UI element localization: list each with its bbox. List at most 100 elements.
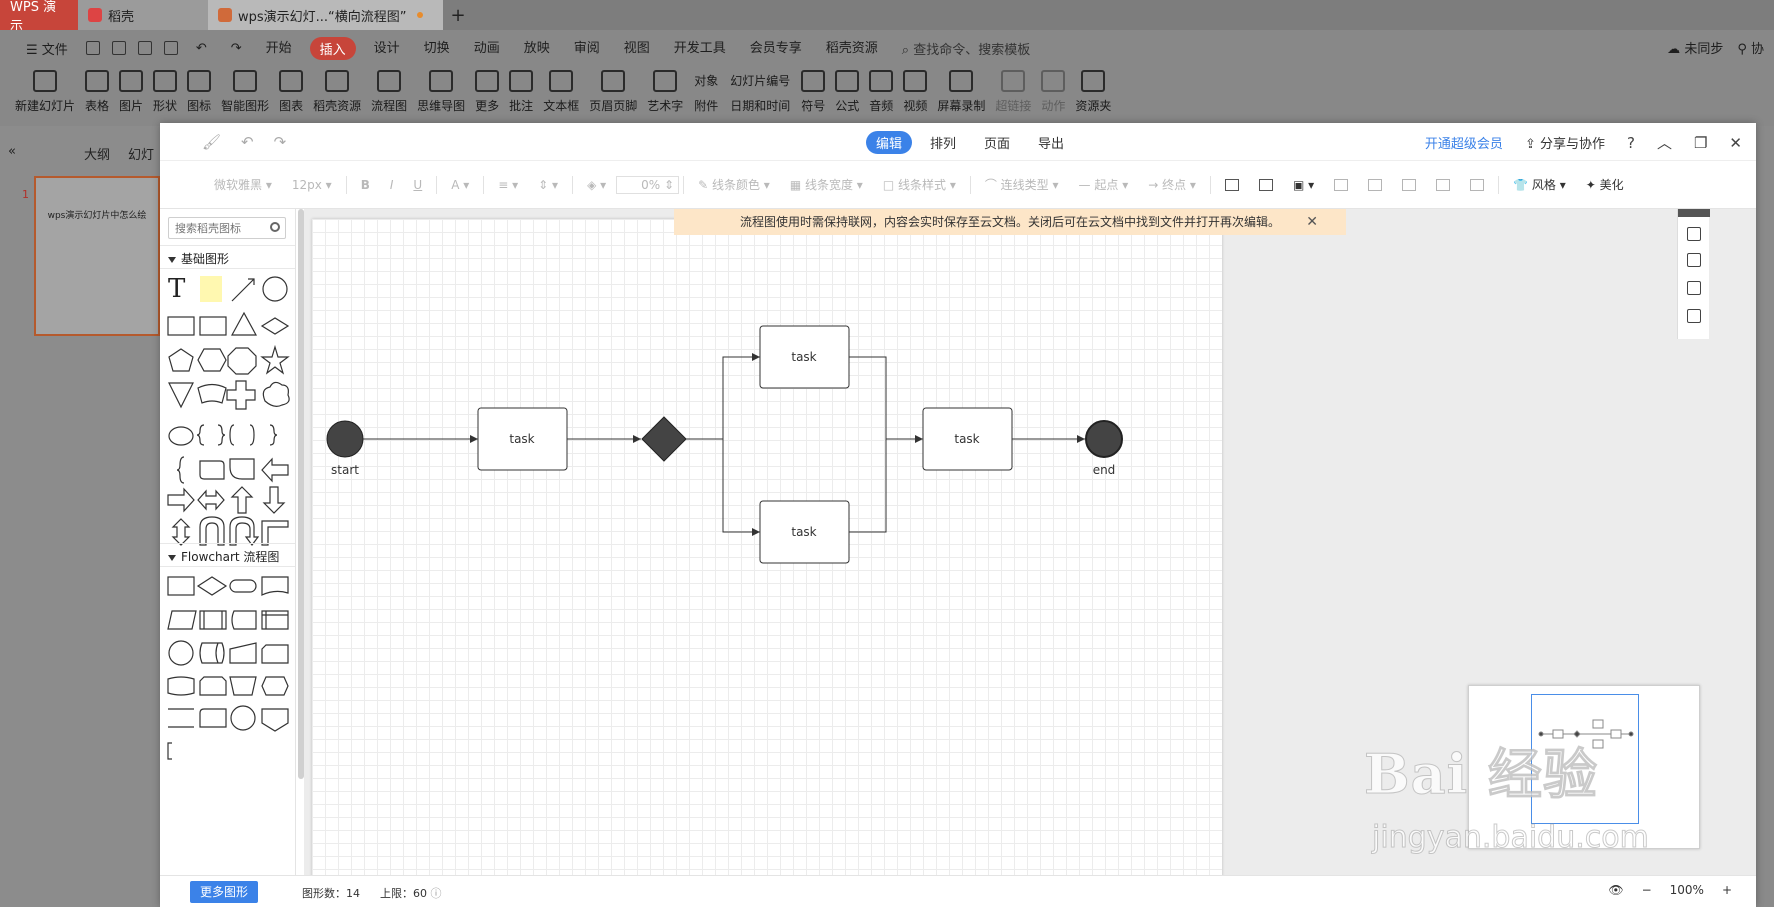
ribbon-button[interactable]: 公式 bbox=[830, 66, 864, 114]
flowchart-shapes-header[interactable]: Flowchart 流程图 bbox=[160, 543, 295, 567]
node-task3[interactable]: task bbox=[759, 500, 850, 564]
shapes-scrollbar[interactable] bbox=[298, 209, 304, 779]
fc-lines-shape[interactable] bbox=[168, 708, 194, 728]
font-select[interactable]: 微软雅黑 ▾ bbox=[214, 178, 272, 192]
right-arrow-shape[interactable] bbox=[167, 487, 195, 513]
basic-shapes-header[interactable]: 基础图形 bbox=[160, 245, 295, 269]
fc-process-shape[interactable] bbox=[167, 576, 195, 596]
font-color-button[interactable]: A ▾ bbox=[451, 177, 470, 192]
tab-daoke[interactable]: 稻壳 bbox=[78, 0, 208, 30]
sync-status[interactable]: ☁ 未同步 bbox=[1667, 42, 1724, 57]
date-time-button[interactable]: 日期和时间 bbox=[730, 99, 791, 113]
fc-offpage-shape[interactable] bbox=[199, 708, 227, 728]
slide-number-button[interactable]: 幻灯片编号 bbox=[730, 74, 791, 88]
image-icon[interactable] bbox=[1258, 178, 1273, 191]
fc-offpage-ref-shape[interactable] bbox=[261, 708, 289, 732]
down-arrow-shape[interactable] bbox=[262, 486, 286, 514]
menu-item[interactable]: 稻壳资源 bbox=[825, 40, 878, 56]
u-turn-arrow-shape[interactable] bbox=[229, 516, 260, 546]
edge-gateway-task2[interactable] bbox=[686, 353, 760, 440]
ribbon-button[interactable]: 视频 bbox=[898, 66, 932, 114]
fc-manual-input-shape[interactable] bbox=[229, 642, 257, 664]
beautify-button[interactable]: ✦ 美化 bbox=[1585, 178, 1624, 192]
dialog-redo-icon[interactable]: ↷ bbox=[273, 133, 287, 151]
flowchart-diagram[interactable]: start task task task task bbox=[312, 219, 1222, 779]
ribbon-button[interactable]: 流程图 bbox=[366, 66, 412, 114]
menu-item[interactable]: 视图 bbox=[623, 40, 650, 56]
ribbon-button[interactable]: 资源夹 bbox=[1070, 66, 1116, 114]
ribbon-button[interactable]: 思维导图 bbox=[412, 66, 470, 114]
fc-internal-storage-shape[interactable] bbox=[261, 610, 289, 630]
format-panel-icon[interactable] bbox=[1687, 227, 1701, 241]
ribbon-button[interactable]: 超链接 bbox=[990, 66, 1036, 114]
ungroup-icon[interactable] bbox=[1402, 178, 1417, 191]
fc-annotation-shape[interactable] bbox=[167, 742, 172, 760]
ribbon-button[interactable]: 稻壳资源 bbox=[308, 66, 366, 114]
diamond-shape[interactable] bbox=[260, 317, 290, 335]
node-task2[interactable]: task bbox=[759, 325, 850, 389]
ribbon-button[interactable]: 智能图形 bbox=[216, 66, 274, 114]
node-task1[interactable]: task bbox=[477, 407, 568, 471]
line-spacing-icon[interactable]: ⇕ ▾ bbox=[538, 177, 559, 192]
node-gateway[interactable] bbox=[641, 416, 687, 462]
pentagon-shape[interactable] bbox=[168, 348, 194, 372]
line-color-select[interactable]: ✎ 线条颜色 ▾ bbox=[698, 178, 770, 192]
text-shape[interactable]: T bbox=[168, 274, 186, 304]
ribbon-button[interactable]: 音频 bbox=[864, 66, 898, 114]
ribbon-button[interactable]: 页眉页脚 bbox=[584, 66, 642, 114]
ribbon-button[interactable]: 屏幕录制 bbox=[932, 66, 990, 114]
fc-predefined-shape[interactable] bbox=[199, 610, 227, 630]
line-width-select[interactable]: ▦ 线条宽度 ▾ bbox=[789, 178, 863, 192]
double-arrow-shape[interactable] bbox=[197, 489, 225, 511]
line-end-select[interactable]: → 终点 ▾ bbox=[1148, 178, 1196, 192]
inverted-triangle-shape[interactable] bbox=[168, 382, 194, 409]
file-menu[interactable]: ☰ 文件 bbox=[26, 42, 68, 58]
brace-left-shape[interactable] bbox=[196, 424, 205, 446]
connector-type-select[interactable]: ⌒ 连线类型 ▾ bbox=[984, 178, 1059, 192]
minimap[interactable] bbox=[1468, 685, 1700, 849]
tab-document[interactable]: wps演示幻灯...“横向流程图” bbox=[208, 0, 443, 30]
canvas-area[interactable]: start task task task task bbox=[304, 209, 1756, 875]
slides-tab[interactable]: 幻灯 bbox=[127, 148, 154, 163]
edge-task3-task4[interactable] bbox=[849, 439, 887, 533]
fc-data-shape[interactable] bbox=[167, 610, 197, 630]
fc-decision-shape[interactable] bbox=[196, 576, 228, 596]
attachment-button[interactable]: 附件 bbox=[694, 99, 719, 113]
fc-card-shape[interactable] bbox=[261, 644, 289, 664]
ribbon-button[interactable]: 形状 bbox=[148, 66, 182, 114]
slide-thumbnail[interactable]: wps演示幻灯片中怎么绘 bbox=[34, 176, 160, 336]
search-icon[interactable] bbox=[270, 222, 280, 232]
menu-item[interactable]: 设计 bbox=[373, 40, 400, 56]
octagon-shape[interactable] bbox=[227, 347, 257, 375]
menu-item[interactable]: 动画 bbox=[473, 40, 500, 56]
corner-shape[interactable] bbox=[261, 520, 289, 546]
link-icon[interactable] bbox=[1334, 178, 1349, 191]
opacity-input[interactable]: 0% ⇕ bbox=[616, 175, 680, 194]
group-icon[interactable] bbox=[1368, 178, 1383, 191]
fc-manual-op-shape[interactable] bbox=[229, 676, 257, 696]
rounded-rect-shape[interactable] bbox=[199, 316, 227, 336]
note-shape[interactable] bbox=[200, 276, 222, 302]
brackets-shape[interactable] bbox=[229, 424, 255, 446]
minimap-viewport[interactable] bbox=[1531, 694, 1639, 824]
lock-icon[interactable] bbox=[1436, 178, 1451, 191]
close-icon[interactable]: ✕ bbox=[1729, 133, 1742, 152]
vip-link[interactable]: 开通超级会员 bbox=[1424, 137, 1503, 152]
arrow-shape[interactable] bbox=[231, 278, 255, 302]
ribbon-button[interactable]: 图标 bbox=[182, 66, 216, 114]
save-icon[interactable] bbox=[85, 41, 100, 55]
mode-tab[interactable]: 编辑 bbox=[866, 131, 913, 154]
info-icon[interactable]: ⓘ bbox=[430, 887, 442, 900]
updown-arrow-shape[interactable] bbox=[171, 518, 191, 546]
mode-tab[interactable]: 导出 bbox=[1038, 137, 1065, 152]
fc-document-shape[interactable] bbox=[261, 576, 289, 596]
mode-tab[interactable]: 页面 bbox=[984, 137, 1011, 152]
collapse-icon[interactable]: « bbox=[8, 144, 16, 159]
callout-shape[interactable] bbox=[168, 426, 194, 446]
fc-tape-shape[interactable] bbox=[167, 676, 195, 696]
edge-task2-task4[interactable] bbox=[849, 356, 923, 443]
tab-wps[interactable]: WPS 演示 bbox=[0, 0, 78, 34]
eye-icon[interactable]: 👁 bbox=[1608, 883, 1624, 897]
rounded-square-shape[interactable] bbox=[199, 460, 225, 480]
export-icon[interactable] bbox=[111, 41, 126, 55]
